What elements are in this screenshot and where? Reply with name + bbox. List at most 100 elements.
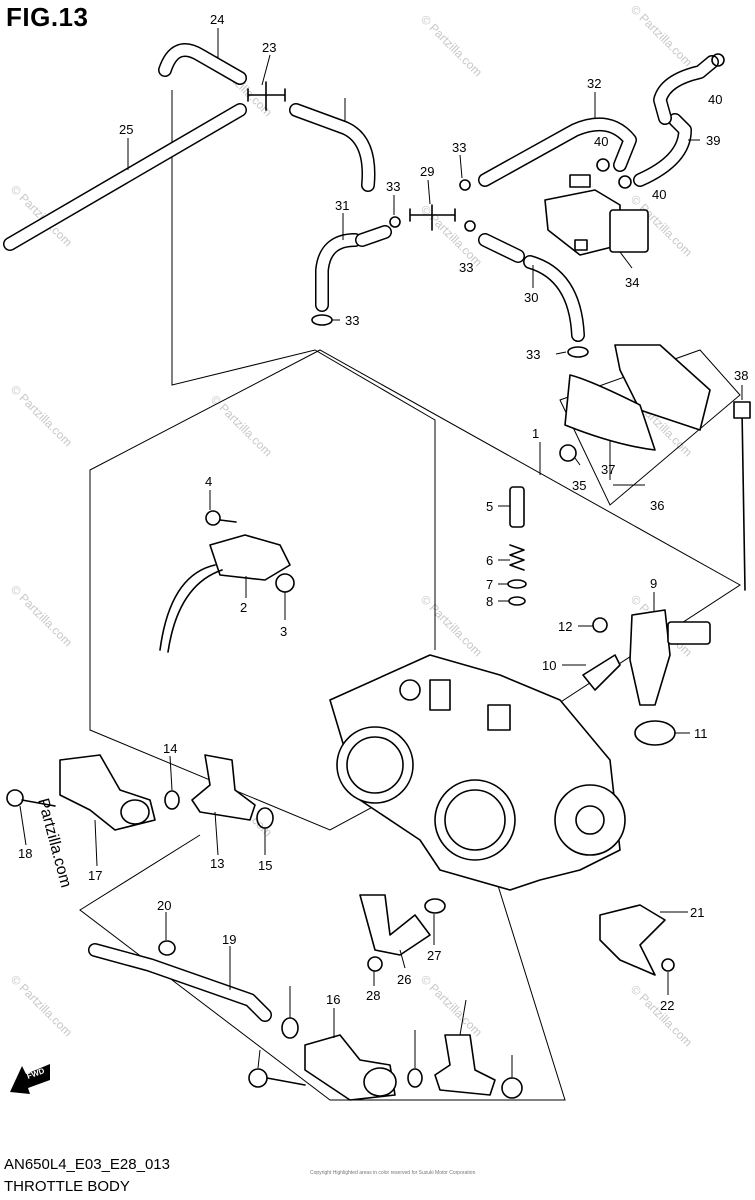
injector-13 xyxy=(191,754,256,821)
clamp-33 xyxy=(311,314,333,326)
o-ring-27 xyxy=(424,898,446,914)
side-watermark: Partzilla.com xyxy=(34,797,74,890)
callout-24: 24 xyxy=(210,12,224,27)
bracket-10 xyxy=(582,654,621,691)
washer-7 xyxy=(507,579,527,589)
throttle-bore-1 xyxy=(336,726,414,804)
callout-21: 21 xyxy=(690,905,704,920)
o-ring-14b xyxy=(407,1068,423,1088)
section-title: THROTTLE BODY xyxy=(4,1178,130,1195)
upper-hoses xyxy=(3,43,719,342)
bracket-36-37 xyxy=(559,344,751,591)
o-ring-20b xyxy=(281,1017,299,1039)
o-ring-3 xyxy=(275,573,295,593)
tee-joint-29 xyxy=(409,204,456,231)
clamp-33 xyxy=(567,346,589,358)
o-ring-8 xyxy=(508,596,526,606)
injector-13b xyxy=(434,1034,496,1096)
callout-3: 3 xyxy=(280,624,287,639)
sensor-2 xyxy=(159,510,295,653)
clamp-40 xyxy=(596,158,610,172)
callout-27: 27 xyxy=(427,948,441,963)
fittings xyxy=(247,53,725,358)
callout-28: 28 xyxy=(366,988,380,1003)
watermark: © Partzilla.com xyxy=(628,2,695,69)
callout-40b: 40 xyxy=(594,134,608,149)
tee-joint-23 xyxy=(247,81,286,111)
watermark: © Partzilla.com xyxy=(8,972,75,1039)
clamp-40 xyxy=(711,53,725,67)
callout-36: 36 xyxy=(650,498,664,513)
callout-33d: 33 xyxy=(345,313,359,328)
lower-parts xyxy=(88,894,675,1101)
leader-lines xyxy=(19,28,743,1078)
lower-assembly-frame xyxy=(79,779,566,1101)
bolt-4 xyxy=(205,510,221,526)
screw-28 xyxy=(367,956,383,972)
callout-5: 5 xyxy=(486,499,493,514)
callout-30: 30 xyxy=(524,290,538,305)
o-ring-11 xyxy=(634,720,676,746)
clamp-33 xyxy=(389,216,401,228)
screw-18b xyxy=(248,1068,268,1088)
callout-37: 37 xyxy=(601,462,615,477)
callout-33: 33 xyxy=(452,140,466,155)
callout-18: 18 xyxy=(18,846,32,861)
callout-1: 1 xyxy=(532,426,539,441)
callout-16: 16 xyxy=(326,992,340,1007)
screw-12 xyxy=(592,617,608,633)
callout-31: 31 xyxy=(335,198,349,213)
fwd-arrow-icon: FWD xyxy=(10,1064,50,1094)
copyright-note: Copyright Highlighted areas in color res… xyxy=(310,1170,476,1176)
clamp-40 xyxy=(618,175,632,189)
watermark: © Partzilla.com xyxy=(628,982,695,1049)
watermark: © Partzilla.com xyxy=(418,202,485,269)
callout-19: 19 xyxy=(222,932,236,947)
watermark: © Partzilla.com xyxy=(418,12,485,79)
o-ring-20 xyxy=(158,940,176,956)
clamp-33 xyxy=(459,179,471,191)
callout-26: 26 xyxy=(397,972,411,987)
hose-routing-line xyxy=(171,90,436,650)
callout-4: 4 xyxy=(205,474,212,489)
cable-tie-38 xyxy=(741,409,746,591)
callout-22: 22 xyxy=(660,998,674,1013)
throttle-pulley xyxy=(554,784,626,856)
callout-25: 25 xyxy=(119,122,133,137)
o-ring-14 xyxy=(164,790,180,810)
watermark: © Partzilla.com xyxy=(418,972,485,1039)
callout-6: 6 xyxy=(486,553,493,568)
callout-35: 35 xyxy=(572,478,586,493)
callout-34: 34 xyxy=(625,275,639,290)
callout-38: 38 xyxy=(734,368,748,383)
callout-9: 9 xyxy=(650,576,657,591)
callout-8: 8 xyxy=(486,594,493,609)
diagram-code: AN650L4_E03_E28_013 xyxy=(4,1156,170,1173)
throttle-bore-2 xyxy=(434,779,516,861)
watermark: © Partzilla.com xyxy=(8,582,75,649)
solenoid-valve-34 xyxy=(544,174,649,256)
figure-title: FIG.13 xyxy=(6,2,89,32)
callout-7: 7 xyxy=(486,577,493,592)
callout-13: 13 xyxy=(210,856,224,871)
watermark: © Partzilla.com xyxy=(418,592,485,659)
watermark: © Partzilla.com xyxy=(8,382,75,449)
callout-33e: 33 xyxy=(526,347,540,362)
callout-14: 14 xyxy=(163,741,177,756)
clamp-33 xyxy=(464,220,476,232)
callout-33c: 33 xyxy=(459,260,473,275)
bolt-22 xyxy=(661,958,675,972)
spring-6 xyxy=(509,544,525,571)
callout-15: 15 xyxy=(258,858,272,873)
callout-11: 11 xyxy=(694,726,708,741)
seal-15b xyxy=(501,1077,523,1099)
throttle-body xyxy=(329,654,626,891)
callout-20: 20 xyxy=(157,898,171,913)
watermark: © Partzilla.com xyxy=(208,392,275,459)
sensor-9 xyxy=(582,609,711,746)
callout-12: 12 xyxy=(558,619,572,634)
bracket-21 xyxy=(599,904,666,976)
callout-29: 29 xyxy=(420,164,434,179)
callout-40c: 40 xyxy=(652,187,666,202)
